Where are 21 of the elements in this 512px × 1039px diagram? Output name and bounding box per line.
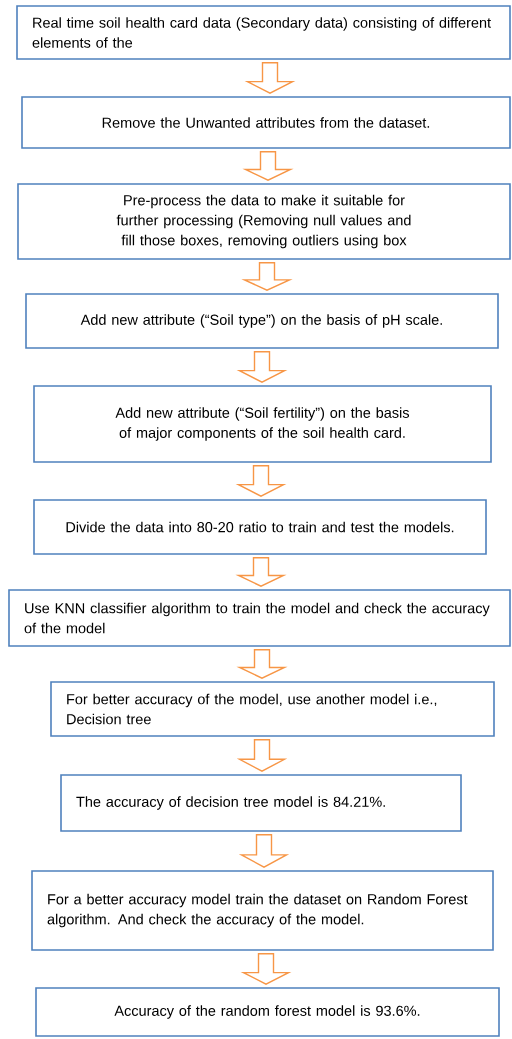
process-box: Use KNN classifier algorithm to train the model and check the accuracy of the model bbox=[8, 589, 511, 647]
block-arrow bbox=[244, 62, 296, 94]
process-box: For a better accuracy model train the dataset on Random Forest algorithm. And check the accuracy of the model. bbox=[31, 870, 494, 951]
process-box: Accuracy of the random forest model is 93.6%. bbox=[35, 987, 500, 1037]
process-box: Add new attribute (“Soil type”) on the basis of pH scale. bbox=[25, 293, 499, 349]
block-arrow bbox=[236, 351, 288, 383]
process-box: The accuracy of decision tree model is 84.21%. bbox=[60, 774, 462, 832]
process-box: Add new attribute (“Soil fertility”) on the basis of major components of the soil health card. bbox=[33, 385, 492, 463]
block-arrow bbox=[238, 834, 290, 868]
process-box: Pre-process the data to make it suitable for further processing (Removing null values and fill those boxes, removing outliers using box bbox=[17, 183, 511, 260]
block-arrow bbox=[236, 739, 288, 772]
block-arrow bbox=[236, 649, 288, 679]
process-box: Remove the Unwanted attributes from the dataset. bbox=[21, 96, 511, 149]
process-box: Real time soil health card data (Secondary data) consisting of different elements of the bbox=[16, 5, 511, 60]
block-arrow bbox=[242, 151, 294, 181]
block-arrow bbox=[235, 465, 287, 497]
process-box: For better accuracy of the model, use another model i.e., Decision tree bbox=[50, 681, 495, 737]
block-arrow bbox=[240, 953, 292, 985]
process-box: Divide the data into 80-20 ratio to train and test the models. bbox=[33, 499, 487, 555]
block-arrow bbox=[241, 262, 293, 291]
block-arrow bbox=[235, 557, 287, 587]
